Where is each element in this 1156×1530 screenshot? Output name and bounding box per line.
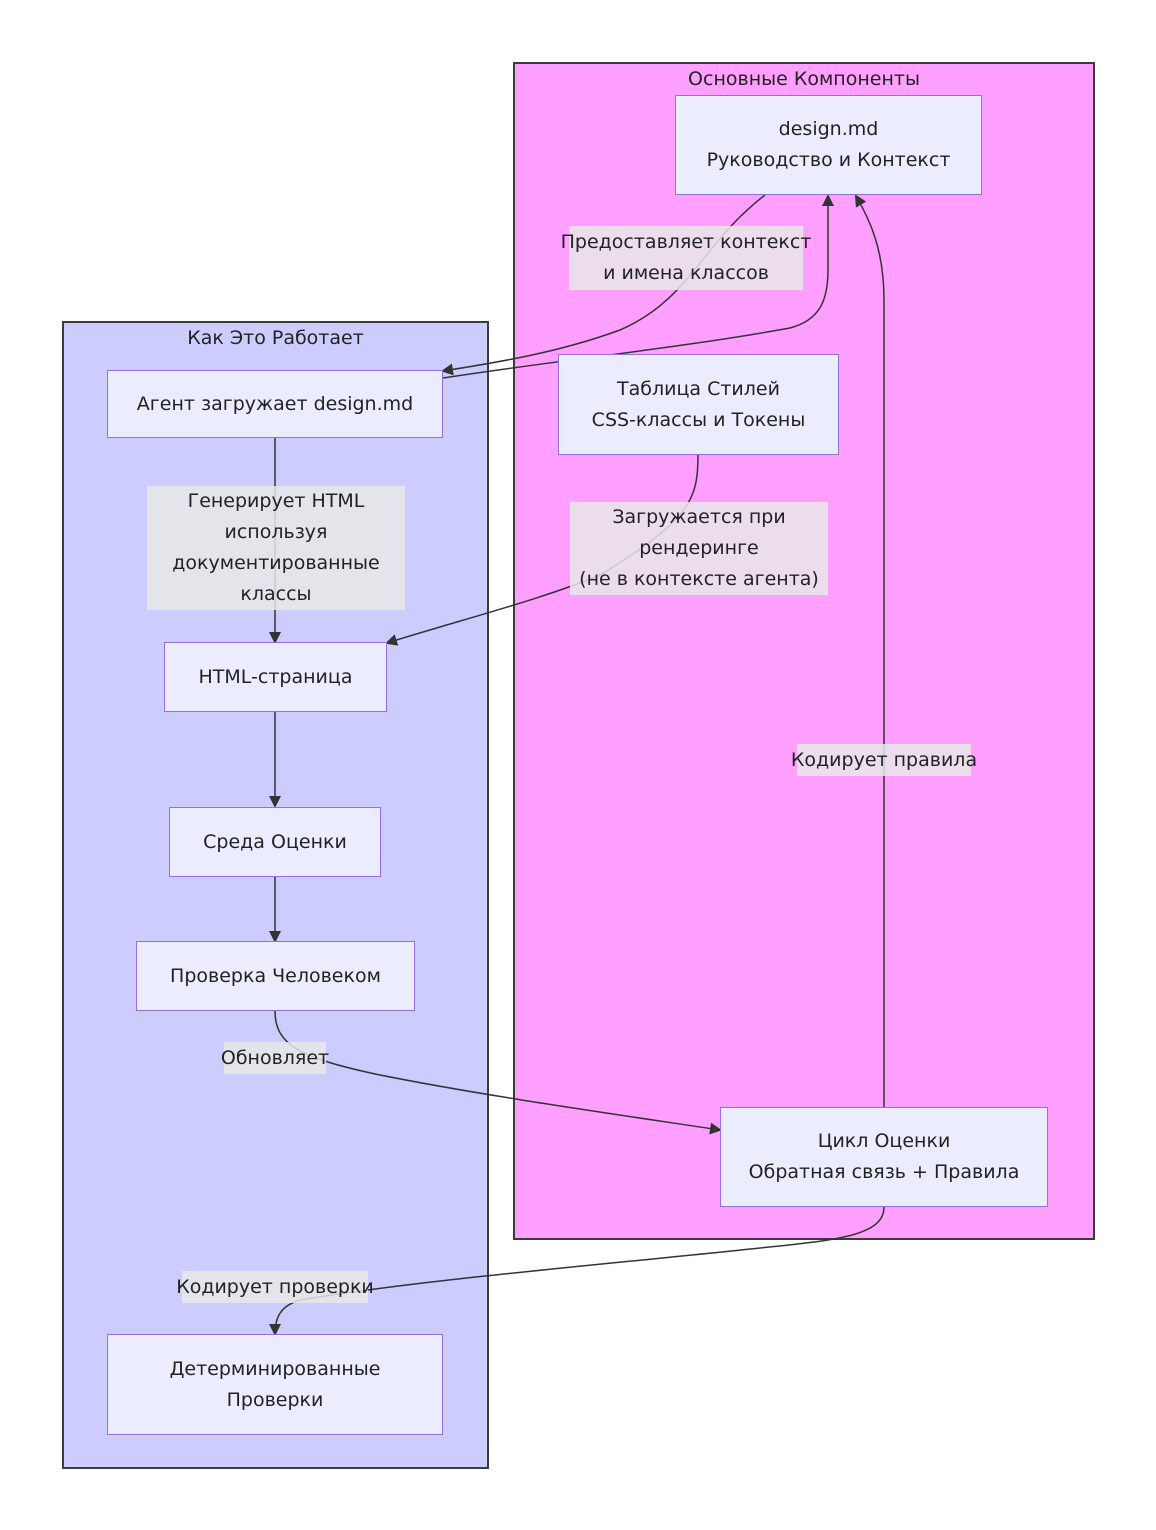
node-html-page: HTML-страница xyxy=(164,642,387,712)
node-html-page-label: HTML-страница xyxy=(198,665,353,688)
edge-human-to-loop xyxy=(274,1010,722,1135)
node-stylesheet: Таблица Стилей CSS-классы и Токены xyxy=(558,354,839,455)
label-encodes-rules: Кодирует правила xyxy=(791,744,977,776)
node-eval-loop: Цикл Оценки Обратная связь + Правила xyxy=(720,1107,1048,1207)
edge-loop-to-design xyxy=(854,194,885,1107)
label-encodes-checks: Кодирует проверки xyxy=(176,1271,374,1303)
label-updates-text: Обновляет xyxy=(220,1046,330,1069)
node-det-checks-title: Детерминированные xyxy=(169,1357,381,1380)
node-eval-env: Среда Оценки xyxy=(169,807,381,877)
node-det-checks: Детерминированные Проверки xyxy=(107,1334,443,1435)
label-provides-context: Предоставляет контекст и имена классов xyxy=(561,226,811,290)
node-stylesheet-title: Таблица Стилей xyxy=(617,377,780,400)
node-human-check-label: Проверка Человеком xyxy=(170,964,381,987)
core-components-title: Основные Компоненты xyxy=(688,68,920,90)
label-loaded-line3: (не в контексте агента) xyxy=(579,568,819,590)
node-design-md-subtitle: Руководство и Контекст xyxy=(706,149,951,171)
label-generates-line2: используя xyxy=(224,521,328,543)
label-generates-line3: документированные xyxy=(172,552,380,574)
node-agent: Агент загружает design.md xyxy=(107,370,443,438)
edge-agent-to-design xyxy=(442,194,834,379)
label-provides-line1: Предоставляет контекст xyxy=(560,231,812,253)
label-encodes-rules-text: Кодирует правила xyxy=(790,748,978,771)
label-updates: Обновляет xyxy=(220,1042,330,1074)
node-det-checks-subtitle: Проверки xyxy=(226,1388,324,1411)
label-generates-line1: Генерирует HTML xyxy=(187,490,365,512)
label-generates-html: Генерирует HTML используя документирован… xyxy=(147,486,405,610)
node-eval-loop-subtitle: Обратная связь + Правила xyxy=(748,1161,1020,1183)
node-eval-loop-title: Цикл Оценки xyxy=(817,1130,951,1152)
label-generates-line4: классы xyxy=(240,583,312,605)
label-loaded-line2: рендеринге xyxy=(639,537,759,559)
node-agent-label: Агент загружает design.md xyxy=(136,392,414,415)
label-encodes-checks-text: Кодирует проверки xyxy=(176,1275,374,1298)
label-loaded-line1: Загружается при xyxy=(612,506,786,528)
label-loaded-at-render: Загружается при рендеринге (не в контекс… xyxy=(570,502,828,595)
how-it-works-title: Как Это Работает xyxy=(187,327,364,349)
node-eval-env-label: Среда Оценки xyxy=(203,830,347,853)
node-stylesheet-subtitle: CSS-классы и Токены xyxy=(591,408,806,431)
node-design-md: design.md Руководство и Контекст xyxy=(675,95,982,195)
node-design-md-title: design.md xyxy=(778,118,879,140)
node-human-check: Проверка Человеком xyxy=(136,941,415,1011)
label-provides-line2: и имена классов xyxy=(603,262,769,284)
